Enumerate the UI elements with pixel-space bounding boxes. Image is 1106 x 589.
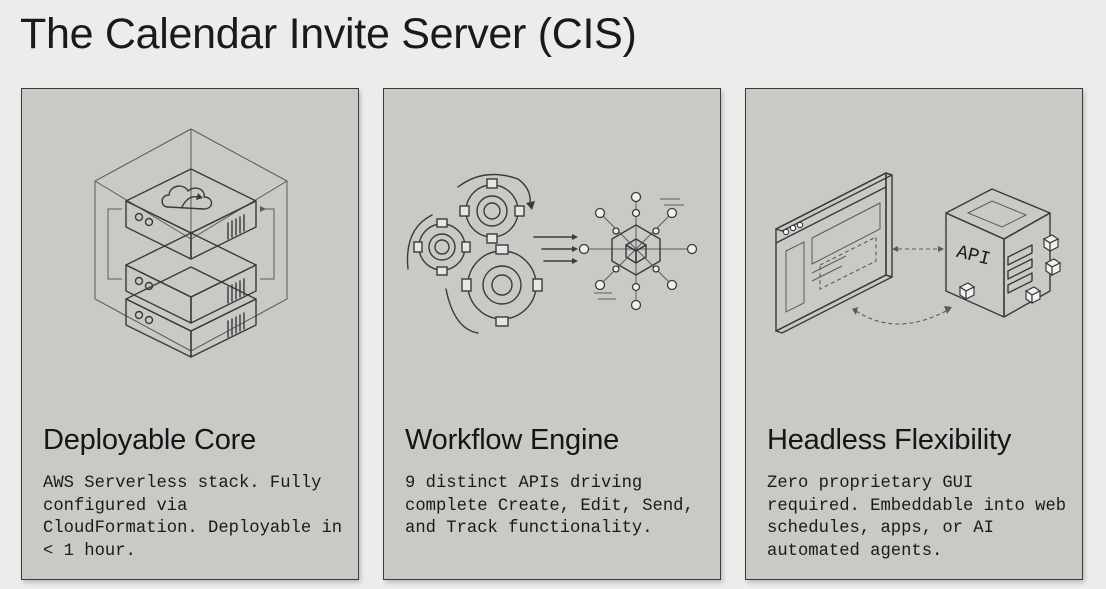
card-title: Workflow Engine [405, 424, 620, 456]
api-label: API [954, 241, 993, 271]
gears-network-hub-icon [406, 173, 698, 334]
card-description: Zero proprietary GUI required. Embeddabl… [767, 474, 1067, 561]
browser-api-cube-icon: API [775, 172, 1062, 334]
card-workflow-engine: Workflow Engine 9 distinct APIs driving … [383, 88, 721, 580]
card-headless-flexibility: API Headless Flexibility Zero proprietar… [745, 88, 1083, 580]
card-title: Headless Flexibility [767, 424, 1012, 456]
server-stack-cloud-icon [94, 128, 288, 358]
page-title: The Calendar Invite Server (CIS) [20, 10, 637, 58]
card-description: 9 distinct APIs driving complete Create,… [405, 474, 694, 539]
card-deployable-core: Deployable Core AWS Serverless stack. Fu… [21, 88, 359, 580]
card-description: AWS Serverless stack. Fully configured v… [43, 474, 343, 561]
card-title: Deployable Core [43, 424, 257, 456]
